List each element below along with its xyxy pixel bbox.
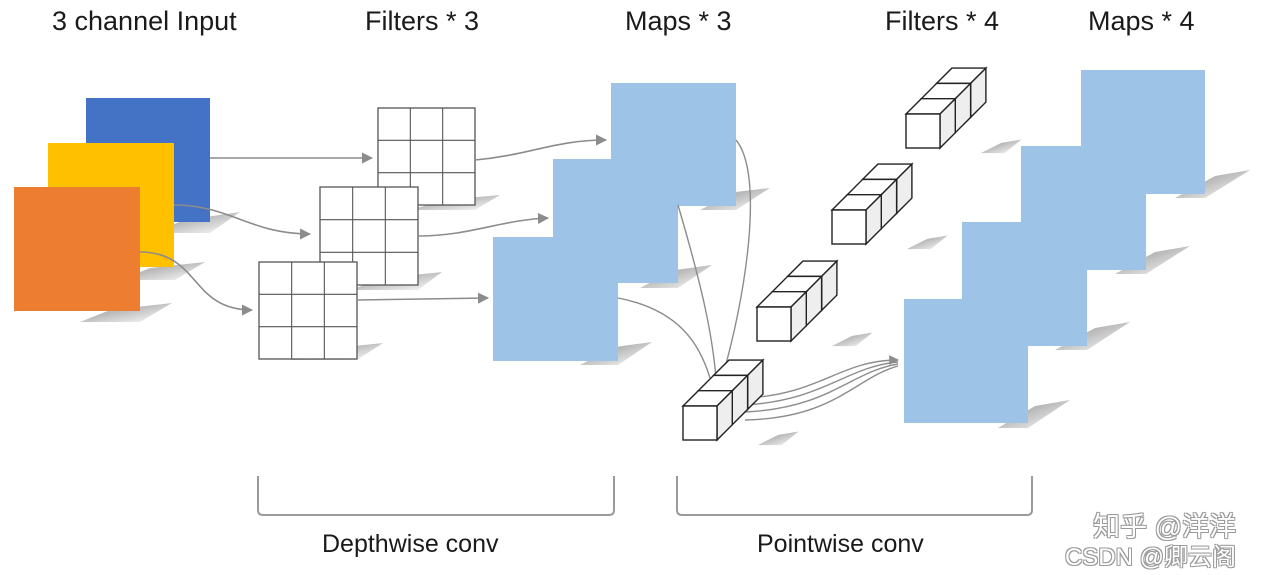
cube-front-face (905, 113, 941, 149)
filter-grid-2 (319, 186, 419, 286)
arrow-orange-to-filter-3 (139, 251, 254, 316)
pw-filter-1 (904, 66, 1022, 154)
cube-shadow (980, 139, 1022, 154)
filter-grid-frame (258, 261, 358, 360)
header-3-channel-input: 3 channel Input (52, 6, 237, 36)
header-filters-4: Filters * 4 (885, 6, 1000, 36)
input-channel-yellow-shadow (120, 262, 205, 280)
curve-map-3-to-pw-filter (617, 297, 711, 379)
depthwise-bracket (257, 476, 615, 516)
arrow-filter-1-to-map-1 (474, 134, 608, 161)
map-3 (493, 237, 618, 361)
cube-shadow (831, 332, 873, 347)
pointwise-bracket (676, 476, 1033, 516)
out-map-4 (904, 299, 1028, 423)
filter-grid-3 (258, 261, 358, 360)
label-pointwise-conv: Pointwise conv (757, 530, 924, 558)
pointwise-filters (681, 66, 1022, 446)
pointwise-maps (904, 70, 1250, 428)
curve-pw-filter-to-out-1 (744, 355, 899, 399)
curve-map-1-to-pw-filter (721, 139, 752, 379)
cube-front-face (756, 306, 792, 342)
cube-shadow (906, 235, 948, 250)
curve-pw-filter-to-out-4 (744, 365, 899, 421)
cube-front-face (682, 405, 718, 441)
depthwise-arrows (139, 134, 608, 316)
header-maps-4: Maps * 4 (1088, 6, 1195, 36)
section-brackets (257, 476, 1033, 516)
input-channel-orange (14, 187, 140, 311)
cube-front-face (831, 209, 867, 245)
label-depthwise-conv: Depthwise conv (322, 530, 499, 558)
filter-grid-1 (377, 107, 476, 206)
pw-filter-2 (830, 162, 948, 250)
curve-pw-filter-to-out-2 (744, 361, 899, 406)
cube-shadow (757, 431, 799, 446)
pointwise-arrows (617, 139, 899, 421)
pw-filter-3 (755, 259, 873, 347)
curve-pw-filter-to-out-3 (744, 363, 899, 413)
pw-filter-active (681, 358, 799, 446)
header-filters-3: Filters * 3 (365, 6, 480, 36)
watermark-zhihu: 知乎 @洋洋 (1093, 512, 1236, 542)
depthwise-filters (258, 107, 500, 360)
input-channels (14, 98, 240, 322)
curve-map-2-to-pw-filter (677, 204, 717, 379)
arrow-filter-3-to-map-3 (356, 292, 490, 304)
watermark-csdn: CSDN @卿云阁 (1064, 544, 1236, 571)
arrow-filter-2-to-map-2 (417, 212, 550, 237)
header-maps-3: Maps * 3 (625, 6, 732, 36)
arrow-yellow-to-filter-2 (173, 204, 312, 240)
input-channel-orange-shadow (80, 303, 172, 322)
depthwise-maps (493, 83, 770, 365)
filter-grid-frame (377, 107, 476, 206)
